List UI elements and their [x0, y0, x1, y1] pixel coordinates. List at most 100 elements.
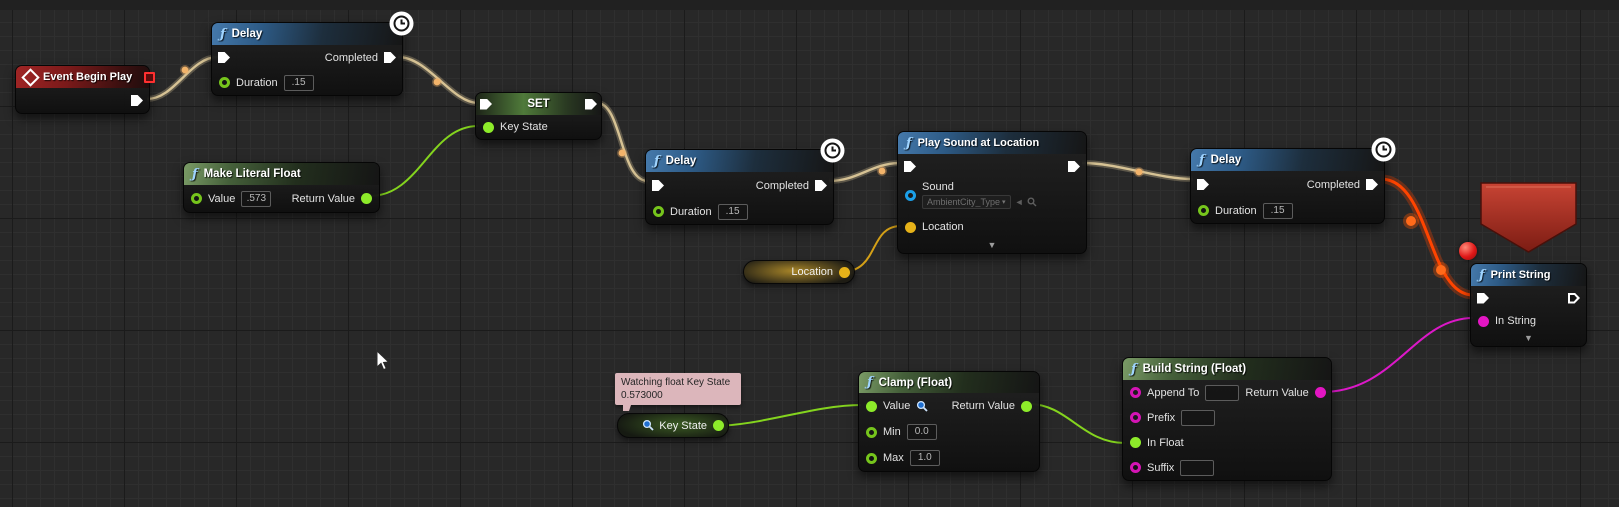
exec-out-pin[interactable]: [1568, 292, 1580, 304]
key-state-out-pin[interactable]: [713, 420, 724, 431]
exec-out-pin[interactable]: [585, 98, 597, 110]
event-diamond-icon: [21, 67, 40, 87]
breakpoint-indicator[interactable]: [1459, 242, 1477, 260]
delay-3-header[interactable]: ƒ Delay: [1191, 149, 1384, 171]
sound-pin[interactable]: [905, 190, 916, 201]
min-value-input[interactable]: 0.0: [906, 424, 937, 440]
watch-magnifier-icon: [643, 419, 654, 431]
node-set-key-state[interactable]: SET Key State: [475, 92, 602, 140]
node-play-sound-at-location[interactable]: ƒ Play Sound at Location Sound AmbientCi…: [897, 131, 1087, 254]
wire-float-mlf-to-set[interactable]: [369, 125, 479, 197]
duration-value-input[interactable]: .15: [1262, 202, 1293, 219]
wire-exec-playsound-to-delay3[interactable]: [1081, 161, 1194, 181]
prefix-pin[interactable]: [1130, 412, 1141, 423]
use-selected-asset-icon[interactable]: ◄: [1014, 197, 1024, 207]
delay-1-header[interactable]: ƒ Delay: [212, 23, 402, 45]
suffix-pin[interactable]: [1130, 462, 1141, 473]
exec-out-pin[interactable]: [131, 95, 143, 106]
duration-pin[interactable]: [653, 206, 664, 217]
node-event-begin-play[interactable]: Event Begin Play: [15, 65, 156, 114]
node-title: Delay: [1210, 154, 1242, 166]
append-to-input[interactable]: [1205, 384, 1240, 401]
node-title: Print String: [1490, 269, 1551, 281]
return-value-pin[interactable]: [1314, 387, 1326, 398]
wire-exec-delay3-to-printstring-active[interactable]: [1380, 177, 1474, 297]
value-input[interactable]: .573: [241, 190, 272, 207]
clamp-header[interactable]: ƒ Clamp (Float): [859, 372, 1039, 393]
duration-pin[interactable]: [1198, 205, 1209, 216]
node-location-variable[interactable]: Location: [743, 260, 855, 284]
print-string-header[interactable]: ƒ Print String: [1471, 264, 1586, 286]
location-out-pin[interactable]: [839, 266, 850, 278]
build-string-header[interactable]: ƒ Build String (Float): [1123, 358, 1331, 380]
exec-in-pin[interactable]: [480, 98, 492, 110]
duration-pin-label: Duration: [1215, 204, 1257, 217]
make-literal-float-header[interactable]: ƒ Make Literal Float: [184, 163, 379, 185]
duration-value-input[interactable]: .15: [283, 74, 314, 91]
wire-float-clamp-to-buildstring[interactable]: [1028, 403, 1126, 444]
node-key-state-variable[interactable]: Key State: [617, 413, 729, 438]
wire-exec-set-to-delay2[interactable]: [596, 101, 649, 183]
expand-node-chevron-icon[interactable]: ▼: [1524, 333, 1533, 343]
node-delay-2[interactable]: ƒ Delay Completed Duration .15: [645, 138, 845, 225]
return-value-label: Return Value: [291, 192, 355, 205]
in-float-label: In Float: [1147, 436, 1184, 449]
key-state-pin[interactable]: [483, 121, 494, 133]
max-value-input[interactable]: 1.0: [909, 450, 940, 466]
wire-exec-delay2-to-playsound[interactable]: [828, 161, 901, 183]
value-pin[interactable]: [866, 400, 877, 412]
min-pin[interactable]: [866, 426, 877, 438]
duration-pin-label: Duration: [670, 205, 712, 218]
exec-in-pin[interactable]: [1477, 292, 1489, 304]
variable-label: Key State: [659, 419, 707, 432]
node-delay-3[interactable]: ƒ Delay Completed Duration .15: [1190, 137, 1396, 224]
event-begin-play-header[interactable]: Event Begin Play: [16, 66, 156, 88]
node-build-string-float[interactable]: ƒ Build String (Float) Append To Return …: [1122, 357, 1332, 481]
prefix-input[interactable]: [1181, 409, 1216, 426]
play-sound-header[interactable]: ƒ Play Sound at Location: [898, 132, 1086, 154]
exec-in-pin[interactable]: [652, 180, 664, 191]
exec-in-pin[interactable]: [218, 52, 230, 63]
max-pin[interactable]: [866, 452, 877, 464]
sound-asset-picker[interactable]: AmbientCity_Type ▾: [922, 195, 1011, 209]
node-clamp-float[interactable]: ƒ Clamp (Float) Value Return Value Min 0…: [858, 371, 1040, 472]
completed-exec-out-pin[interactable]: [815, 180, 827, 191]
duration-value-input[interactable]: .15: [717, 203, 748, 220]
duration-pin[interactable]: [219, 77, 230, 88]
node-print-string[interactable]: ƒ Print String In String ▼: [1470, 263, 1587, 347]
expand-node-chevron-icon[interactable]: ▼: [987, 240, 997, 250]
function-icon: ƒ: [220, 26, 226, 42]
exec-in-pin[interactable]: [904, 161, 916, 172]
completed-exec-out-pin[interactable]: [384, 52, 396, 63]
latent-clock-icon: [820, 138, 845, 163]
min-pin-label: Min: [883, 426, 901, 438]
return-value-label: Return Value: [951, 400, 1015, 412]
set-header[interactable]: SET: [476, 93, 601, 115]
wire-string-buildstring-to-printstring[interactable]: [1321, 317, 1474, 393]
suffix-input[interactable]: [1180, 459, 1215, 476]
exec-out-pin[interactable]: [1068, 161, 1080, 172]
browse-asset-icon[interactable]: [1027, 197, 1037, 207]
node-delay-1[interactable]: ƒ Delay Completed Duration .15: [211, 11, 414, 96]
append-to-pin[interactable]: [1130, 387, 1141, 398]
location-pin[interactable]: [905, 221, 916, 233]
node-title: Make Literal Float: [203, 168, 301, 180]
return-value-label: Return Value: [1245, 386, 1309, 399]
delay-2-header[interactable]: ƒ Delay: [646, 150, 833, 172]
return-value-pin[interactable]: [1021, 400, 1032, 412]
return-value-pin[interactable]: [361, 193, 372, 204]
wire-exec-begin-to-delay1[interactable]: [146, 55, 219, 101]
value-pin[interactable]: [191, 193, 202, 204]
completed-pin-label: Completed: [324, 51, 378, 64]
wire-float-keystate-to-clamp[interactable]: [712, 404, 862, 427]
node-title: Delay: [231, 28, 263, 40]
watch-value-tooltip: Watching float Key State 0.573000: [615, 373, 741, 411]
in-float-pin[interactable]: [1130, 437, 1141, 448]
append-to-label: Append To: [1147, 386, 1200, 399]
completed-exec-out-pin[interactable]: [1366, 179, 1378, 190]
node-make-literal-float[interactable]: ƒ Make Literal Float Value .573 Return V…: [183, 162, 380, 213]
wire-exec-delay1-to-set[interactable]: [397, 55, 479, 105]
in-string-pin[interactable]: [1478, 315, 1489, 327]
exec-in-pin[interactable]: [1197, 179, 1209, 190]
